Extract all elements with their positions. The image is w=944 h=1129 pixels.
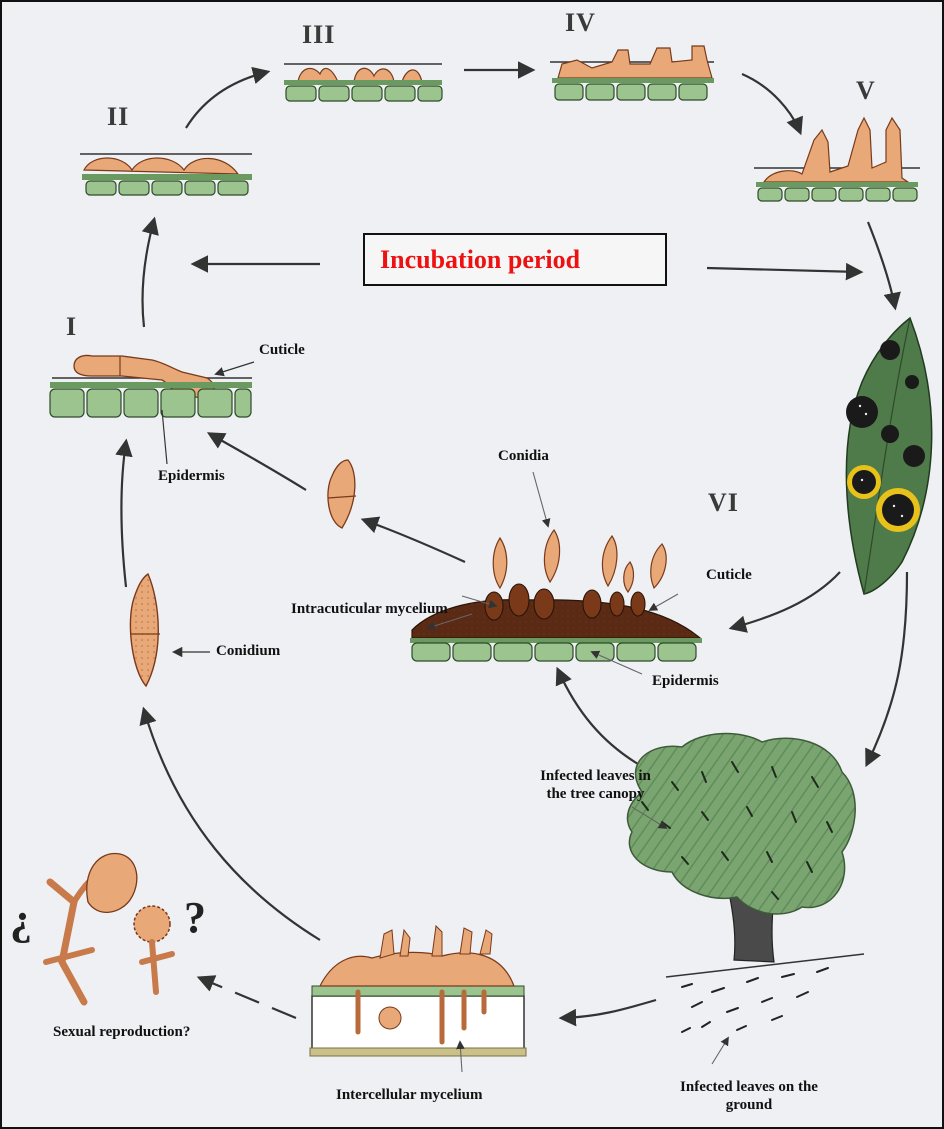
label-epidermis-stage-i: Epidermis: [158, 468, 225, 484]
question-mark-left: ¿: [10, 895, 32, 944]
arrow-intercellular-to-conidium: [139, 706, 321, 941]
conidium-large: [129, 572, 210, 688]
incubation-period-box: Incubation period: [363, 233, 667, 286]
arrow-to-sexual: [196, 975, 297, 1020]
arrow-ground-to-intercellular: [558, 998, 657, 1027]
label-intercellular-mycelium: Intercellular mycelium: [336, 1087, 483, 1103]
label-infected-ground: Infected leaves on the ground: [664, 1078, 834, 1114]
stage-iv-cells: [550, 45, 714, 101]
label-sexual-reproduction: Sexual reproduction?: [53, 1024, 191, 1040]
label-intracuticular-mycelium: Intracuticular mycelium: [291, 601, 448, 617]
stage-label-i: I: [66, 312, 78, 341]
arrow-iv-to-v: [741, 72, 803, 136]
label-conidia: Conidia: [498, 448, 549, 464]
arrow-leaf-to-tree: [865, 571, 909, 768]
label-conidium: Conidium: [216, 643, 281, 659]
stage-i-germination: [49, 354, 255, 465]
label-infected-ground-line2: ground: [725, 1097, 773, 1113]
stage-label-ii: II: [107, 102, 130, 131]
stage-label-iv: IV: [565, 8, 596, 37]
incubation-period-label: Incubation period: [380, 244, 581, 274]
stage-ii-cells: [80, 153, 252, 196]
label-cuticle-stage-i: Cuticle: [259, 342, 305, 358]
stage-label-iii: III: [302, 20, 336, 49]
stage-iii-cells: [284, 63, 443, 102]
arrow-vi-to-spore: [360, 516, 466, 564]
arrow-conidium-to-i: [115, 438, 133, 588]
label-infected-canopy: Infected leaves in the tree canopy: [508, 767, 683, 803]
olive-tree: [626, 732, 865, 1065]
arrow-spore-to-i: [206, 432, 307, 491]
label-infected-canopy-line2: the tree canopy: [546, 786, 645, 802]
arrow-v-to-leaf: [866, 221, 901, 311]
sexual-reproduction-sketch: [43, 852, 175, 1006]
stage-label-vi: VI: [708, 488, 739, 517]
infected-leaf: [845, 316, 933, 595]
arrow-ii-to-iii: [185, 66, 271, 129]
label-cuticle-stage-vi: Cuticle: [706, 567, 752, 583]
intercellular-panel: [309, 924, 527, 1073]
question-mark-right: ?: [184, 893, 206, 942]
arrow-tree-to-vi: [555, 666, 639, 765]
cycle-arrows: [115, 61, 909, 1027]
arrow-i-to-ii: [141, 216, 159, 328]
label-infected-canopy-line1: Infected leaves in: [540, 768, 651, 784]
arrow-leaf-to-vi: [728, 571, 841, 633]
stage-v-cells: [754, 116, 920, 202]
arrow-incubation-right: [706, 262, 864, 281]
stage-vi-sporulation: [410, 471, 702, 675]
label-infected-ground-line1: Infected leaves on the: [680, 1079, 818, 1095]
label-epidermis-stage-vi: Epidermis: [652, 673, 719, 689]
floating-conidium: [327, 459, 357, 529]
stage-label-v: V: [856, 76, 876, 105]
